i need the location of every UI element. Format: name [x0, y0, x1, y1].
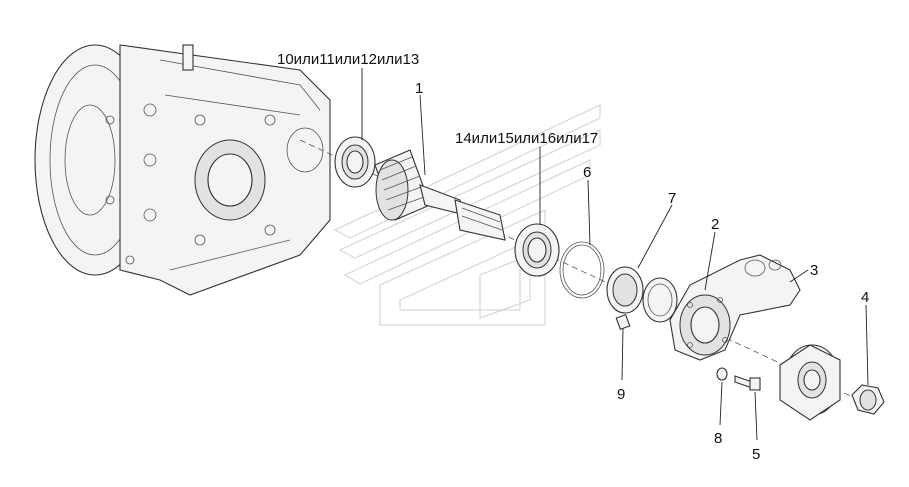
- label-2: 2: [711, 216, 719, 233]
- bracket-3: [669, 254, 801, 361]
- label-6: 6: [583, 164, 591, 181]
- label-14-17: 14или15или16или17: [455, 130, 598, 147]
- label-7: 7: [668, 190, 676, 207]
- label-9: 9: [617, 386, 625, 403]
- flange-hub: [779, 344, 841, 421]
- leader-lines: [361, 68, 869, 441]
- gearbox-housing: [34, 44, 331, 296]
- washer-8: [716, 367, 728, 381]
- label-3: 3: [810, 262, 818, 279]
- seal-7: [606, 266, 644, 314]
- bearing-14-17: [514, 223, 560, 277]
- label-10-13: 10или11или12или13: [277, 51, 419, 68]
- bolt-5: [734, 375, 761, 391]
- gear-shaft-1: [374, 149, 506, 241]
- nut-4: [851, 384, 885, 415]
- ring-2: [642, 277, 678, 323]
- bearing-10-13: [334, 136, 376, 188]
- label-8: 8: [714, 430, 722, 447]
- label-1: 1: [415, 80, 423, 97]
- snap-ring-6: [559, 241, 605, 299]
- label-4: 4: [861, 289, 869, 306]
- label-5: 5: [752, 446, 760, 463]
- pin-9: [615, 313, 631, 331]
